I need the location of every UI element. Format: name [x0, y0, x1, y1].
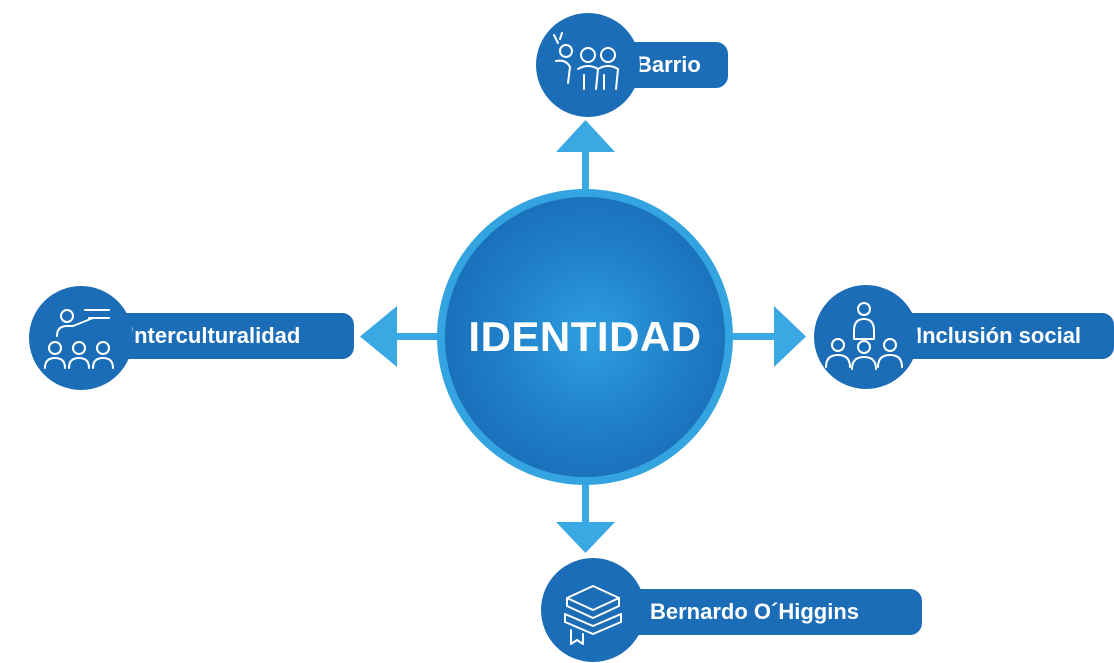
connector-line-bottom	[582, 482, 589, 526]
node-top-label: Barrio	[636, 52, 701, 77]
teacher-audience-icon	[29, 286, 133, 390]
arrow-head-right	[774, 306, 806, 367]
arrow-head-top	[556, 120, 615, 152]
center-label: IDENTIDAD	[468, 313, 702, 360]
social-inclusion-group-icon	[814, 285, 918, 389]
node-bottom-pill: Bernardo O´Higgins	[604, 589, 922, 635]
center-node-inner: IDENTIDAD	[445, 197, 725, 477]
center-node: IDENTIDAD	[437, 189, 733, 485]
connector-line-right	[730, 333, 780, 340]
connector-line-top	[582, 150, 589, 192]
arrow-head-bottom	[556, 522, 615, 553]
node-left-label: Interculturalidad	[128, 323, 301, 348]
connector-line-left	[392, 333, 440, 340]
node-right-label: Inclusión social	[916, 323, 1082, 348]
community-group-icon	[536, 13, 640, 117]
book-stack-icon	[541, 558, 645, 662]
node-bottom-label: Bernardo O´Higgins	[650, 599, 860, 624]
arrow-head-left	[360, 306, 397, 367]
